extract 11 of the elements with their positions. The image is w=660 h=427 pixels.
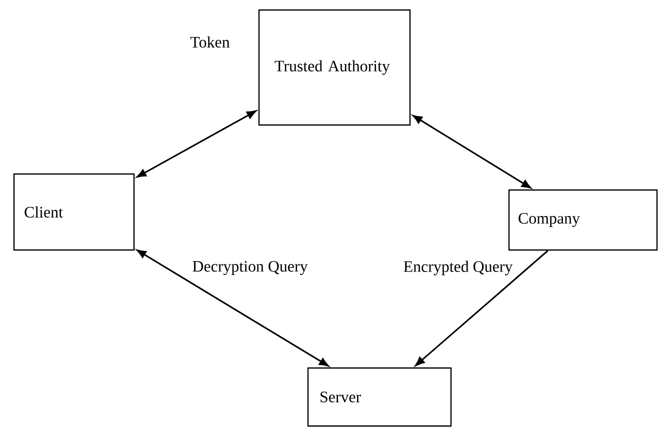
process-box: Company <box>508 189 658 251</box>
edge-label: Encrypted Query <box>402 260 514 276</box>
process-box: Trusted Authority <box>258 9 411 126</box>
edge-label: Decryption Query <box>191 260 309 276</box>
arrow <box>412 115 532 188</box>
arrow <box>136 250 329 366</box>
arrow <box>136 110 256 178</box>
arrow <box>415 250 548 366</box>
process-box: Client <box>13 173 135 251</box>
process-box: Server <box>307 367 452 427</box>
edge-label: Token <box>189 35 231 49</box>
